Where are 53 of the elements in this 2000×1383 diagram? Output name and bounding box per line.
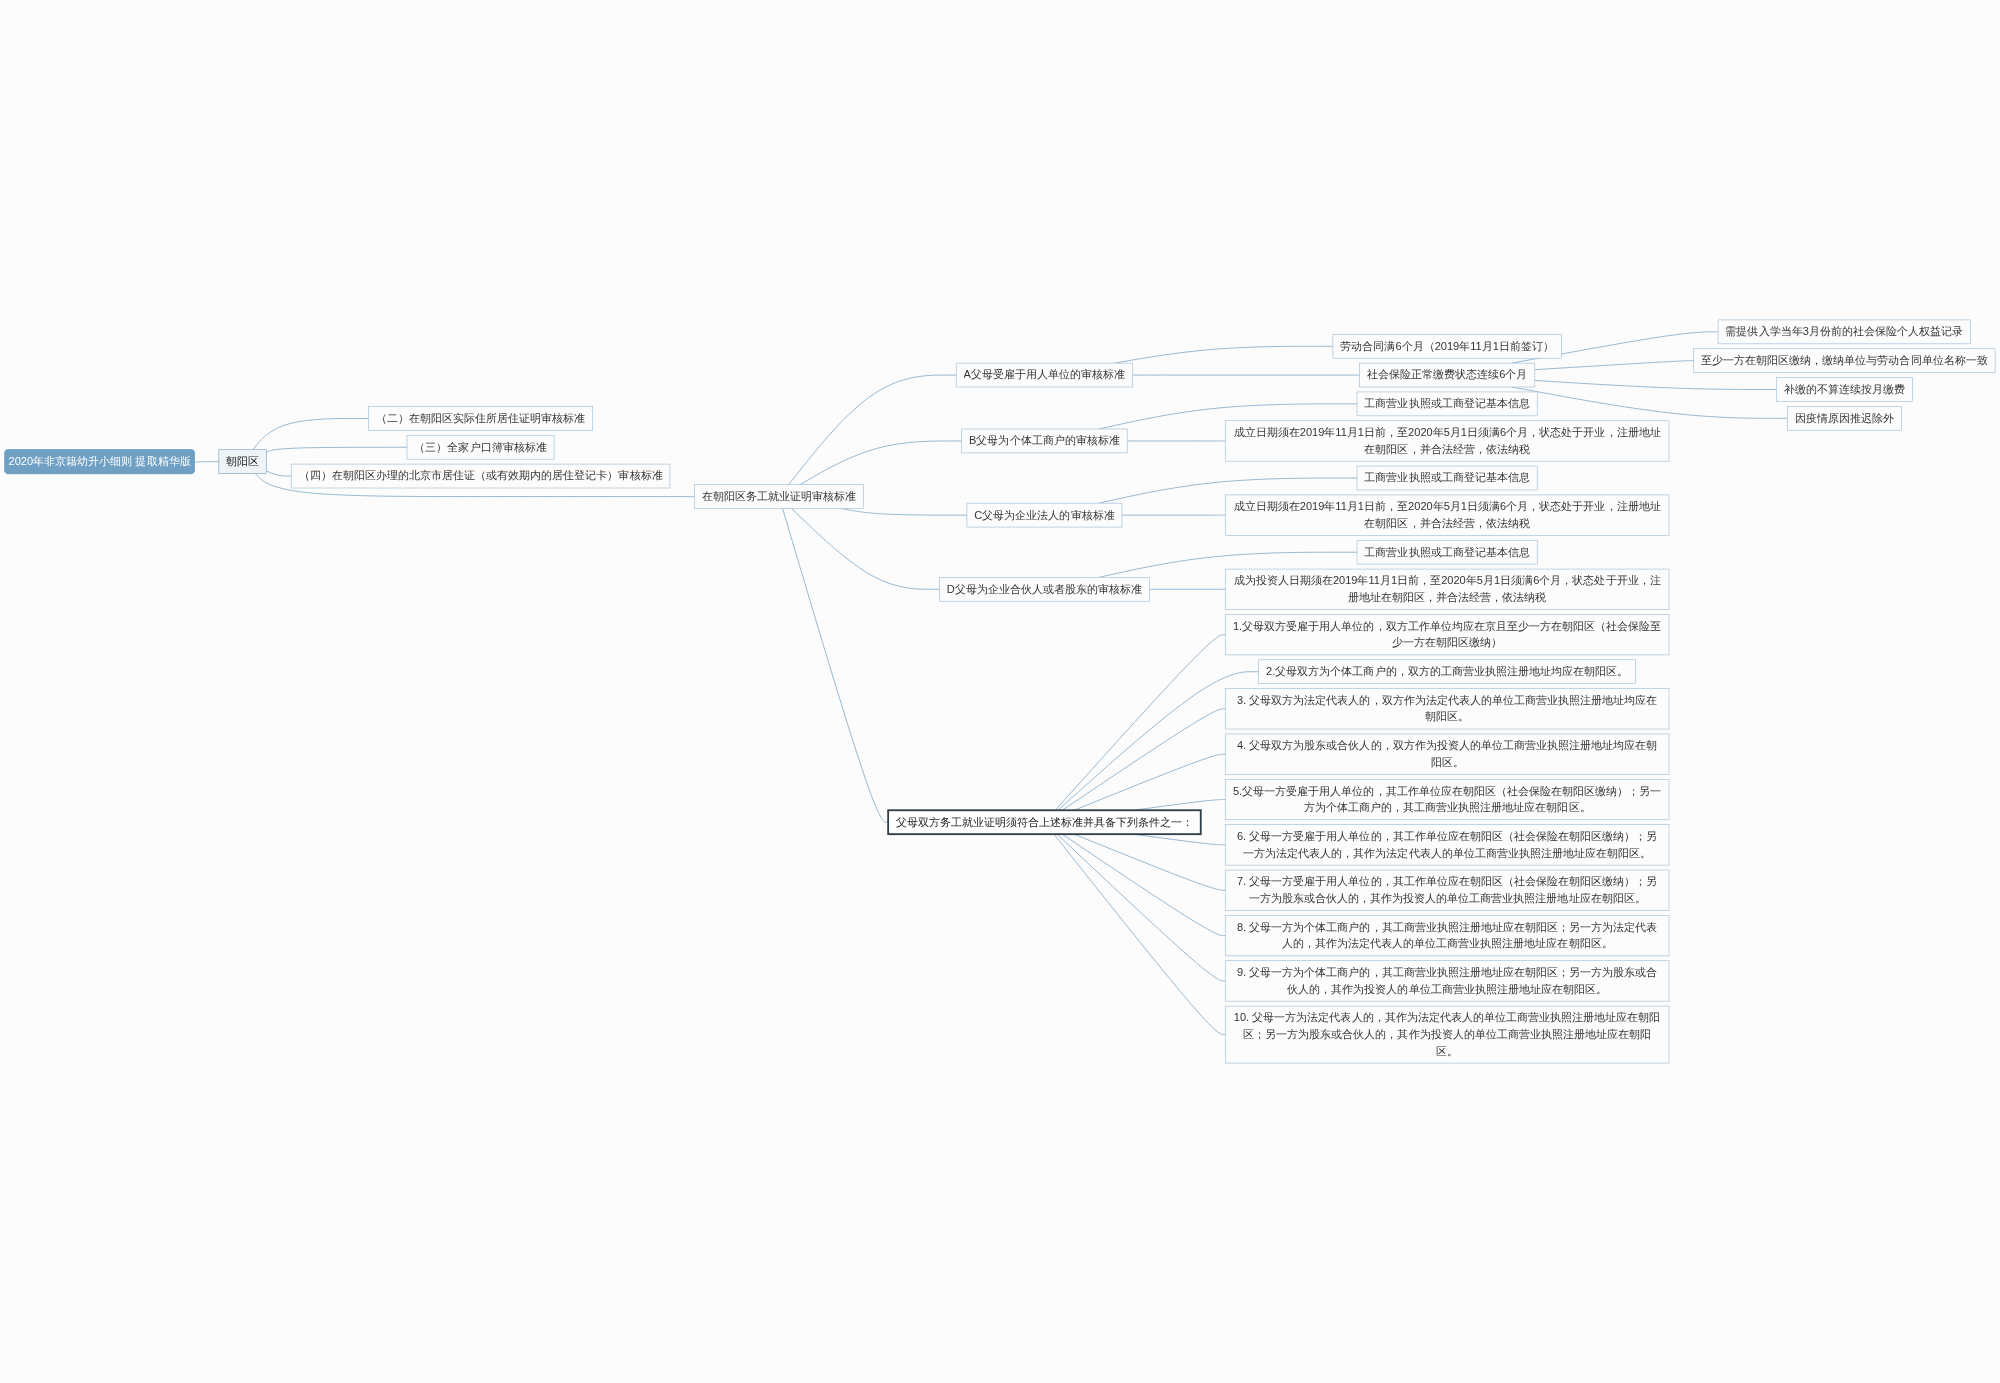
node-box: D父母为企业合伙人或者股东的审核标准 [939,577,1150,602]
connector [1061,833,1226,937]
node-box: 至少一方在朝阳区缴纳，缴纳单位与劳动合同单位名称一致 [1693,348,1996,373]
node-box: 成立日期须在2019年11月1日前，至2020年5月1日须满6个月，状态处于开业，注册地址在朝阳区，并合法经营，依法纳税 [1224,420,1670,462]
connector [799,440,963,486]
node-box: 5.父母一方受雇于用人单位的，其工作单位应在朝阳区（社会保险在朝阳区缴纳）；另一方为个体工商户的，其工商营业执照注册地址应在朝阳区。 [1224,779,1670,821]
node-box: 4. 父母双方为股东或合伙人的，双方作为投资人的单位工商营业执照注册地址均应在朝阳区。 [1224,733,1670,775]
connector [194,461,220,463]
connector [254,473,695,498]
node-box: C父母为企业法人的审核标准 [966,502,1123,528]
connector [266,446,408,453]
connector [1054,634,1226,811]
node-box: 因疫情原因推迟除外 [1787,406,1902,431]
connector [1126,440,1226,442]
connector [1121,514,1226,516]
node-box: 朝阳区 [218,449,267,474]
node-box: 工商营业执照或工商登记基本信息 [1356,391,1538,417]
connector [1056,833,1226,982]
node-box: 8. 父母一方为个体工商户的，其工商营业执照注册地址应在朝阳区；另一方为法定代表人的，其作为法定代表人的单位工商营业执照注册地址应在朝阳区。 [1224,915,1670,957]
node-box: （四）在朝阳区办理的北京市居住证（或有效期内的居住登记卡）审核标准 [290,463,671,489]
node-box: 父母双方务工就业证明须符合上述标准并具备下列条件之一： [887,809,1202,836]
connector [1057,671,1260,811]
node-box: 社会保险正常缴费状态连续6个月 [1359,362,1536,388]
node-box: 需提供入学当年3月份前的社会保险个人权益记录 [1717,319,1971,345]
connector [788,374,957,486]
node-box: 7. 父母一方受雇于用人单位的，其工作单位应在朝阳区（社会保险在朝阳区缴纳）；另一方为股东或合伙人的，其作为投资人的单位工商营业执照注册地址应在朝阳区。 [1224,869,1670,911]
node-box: B父母为个体工商户的审核标准 [961,428,1128,454]
connector [1149,588,1226,590]
node-box: A父母受雇于用人单位的审核标准 [955,362,1134,388]
node-box: 工商营业执照或工商登记基本信息 [1356,539,1538,565]
node-box: 补缴的不算连续按月缴费 [1775,377,1913,402]
node-box: 1.父母双方受雇于用人单位的，双方工作单位均应在京且至少一方在朝阳区（社会保险至少一方在朝阳区缴纳） [1224,614,1670,656]
connector [252,418,369,451]
node-box: 3. 父母双方为法定代表人的，双方作为法定代表人的单位工商营业执照注册地址均应在朝阳区。 [1224,688,1670,730]
node-box: 10. 父母一方为法定代表人的，其作为法定代表人的单位工商营业执照注册地址应在朝阳区；另一方为股东或合伙人的，其作为投资人的单位工商营业执照注册地址应在朝阳区。 [1224,1005,1670,1064]
node-box: 在朝阳区务工就业证明审核标准 [694,484,864,509]
connector [791,508,940,590]
node-box: （三）全家户口簿审核标准 [406,435,555,460]
connector [1534,380,1777,390]
connector [782,508,889,823]
connector [1534,360,1694,371]
node-box: 劳动合同满6个月（2019年11月1日前签订） [1332,334,1562,359]
node-box: 9. 父母一方为个体工商户的，其工商营业执照注册地址应在朝阳区；另一方为股东或合伙人的，其作为投资人的单位工商营业执照注册地址应在朝阳区。 [1224,960,1670,1002]
node-box: 工商营业执照或工商登记基本信息 [1356,465,1538,491]
connector [1061,708,1226,811]
node-box: （二）在朝阳区实际住所居住证明审核标准 [368,406,594,431]
node-box: 6. 父母一方受雇于用人单位的，其工作单位应在朝阳区（社会保险在朝阳区缴纳）；另一方为法定代表人的，其作为法定代表人的单位工商营业执照注册地址应在朝阳区。 [1224,824,1670,866]
node-box: 2.父母双方为个体工商户的，双方的工商营业执照注册地址均应在朝阳区。 [1258,659,1636,684]
connector [1132,374,1360,376]
connector [266,470,292,477]
node-box: 成为投资人日期须在2019年11月1日前，至2020年5月1日须满6个月，状态处于开业，注册地址在朝阳区，并合法经营，依法纳税 [1224,568,1670,610]
node-box: 成立日期须在2019年11月1日前，至2020年5月1日须满6个月，状态处于开业，注册地址在朝阳区，并合法经营，依法纳税 [1224,494,1670,536]
connector [1053,833,1226,1036]
